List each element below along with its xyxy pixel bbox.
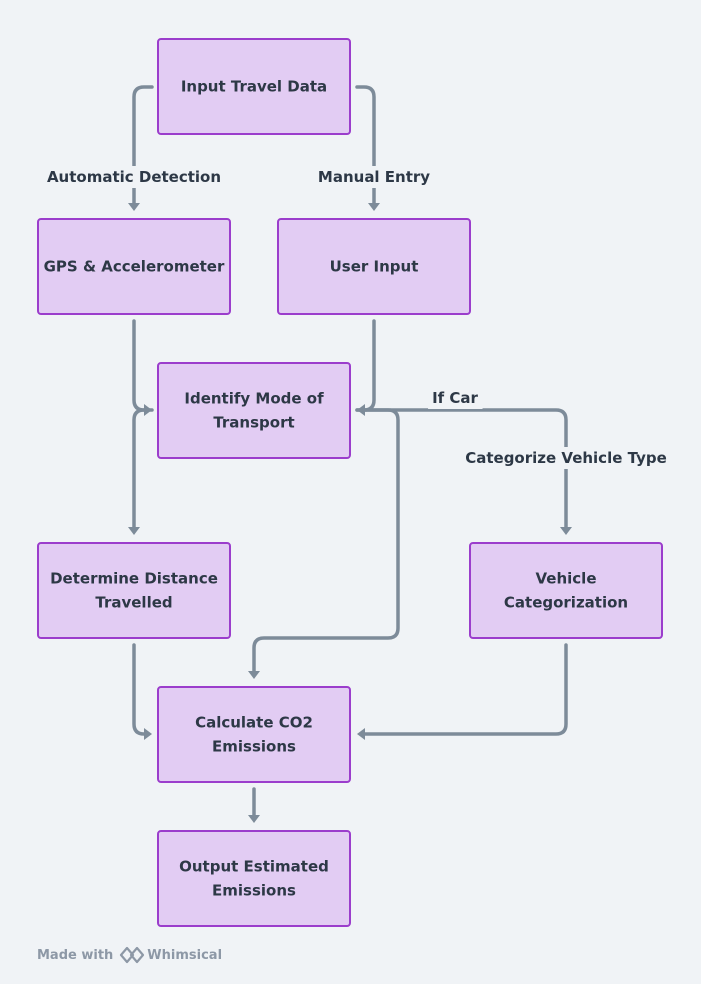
- edge-gps-to-identify: [132, 319, 152, 416]
- node-label: Transport: [213, 414, 294, 432]
- arrowhead: [368, 203, 380, 211]
- arrowhead: [248, 815, 260, 823]
- edge-label-text: Automatic Detection: [47, 168, 221, 186]
- edge-label-background: [42, 166, 226, 188]
- edge-label-manual-entry: Manual Entry: [313, 166, 435, 188]
- node-label: Input Travel Data: [181, 78, 327, 96]
- node-box: [277, 218, 471, 315]
- edge-identify-to-calculate: [248, 408, 400, 679]
- node-box: [157, 830, 351, 927]
- node-label: Calculate CO2: [195, 714, 313, 732]
- node-label: Vehicle: [536, 570, 597, 588]
- edge-manual-entry: [355, 85, 380, 211]
- node-label: User Input: [330, 258, 419, 276]
- edge-line: [132, 643, 146, 736]
- edge-label-text: If Car: [432, 389, 478, 407]
- arrowhead: [128, 527, 140, 535]
- node-label: Emissions: [212, 882, 296, 900]
- node-label: Travelled: [95, 594, 172, 612]
- node-label: Categorization: [504, 594, 628, 612]
- edge-identify-to-distance: [128, 408, 154, 535]
- node-label: Determine Distance: [50, 570, 218, 588]
- whimsical-watermark[interactable]: Made with Whimsical: [37, 945, 222, 965]
- node-label: Identify Mode of: [184, 390, 324, 408]
- edge-label-categorize-vehicle-type: Categorize Vehicle Type: [461, 447, 671, 469]
- edge-distance-to-calculate: [132, 643, 152, 740]
- edge-label-background: [428, 387, 483, 409]
- arrowhead: [144, 728, 152, 740]
- node-label: GPS & Accelerometer: [44, 258, 225, 276]
- edge-line: [355, 408, 568, 529]
- edge-label-background: [313, 166, 435, 188]
- arrowhead: [248, 671, 260, 679]
- edge-line: [363, 643, 568, 736]
- node-box: [157, 38, 351, 135]
- edge-line: [252, 408, 400, 673]
- edge-user-to-identify: [357, 319, 376, 416]
- arrowhead: [560, 527, 572, 535]
- node-input-travel-data[interactable]: Input Travel Data: [157, 38, 351, 135]
- edge-label-automatic-detection: Automatic Detection: [42, 166, 226, 188]
- edge-calculate-to-output: [248, 787, 260, 823]
- made-with-text: Made with: [37, 947, 114, 963]
- edge-labels-layer: Automatic Detection Manual Entry If CarCat…: [42, 166, 671, 469]
- edge-vehicle-to-calculate: [357, 643, 568, 740]
- node-label: Output Estimated: [179, 858, 329, 876]
- whimsical-logo-icon: [119, 945, 145, 965]
- edge-line: [132, 408, 154, 529]
- edge-if-car: [355, 408, 572, 535]
- node-box: [37, 542, 231, 639]
- edge-label-background: [461, 447, 671, 469]
- edge-line: [362, 319, 376, 412]
- edge-label-text: Categorize Vehicle Type: [465, 449, 667, 467]
- node-gps-accelerometer[interactable]: GPS & Accelerometer: [37, 218, 231, 315]
- whimsical-brand-text: Whimsical: [147, 947, 223, 963]
- edges-layer: [128, 85, 572, 823]
- edge-line: [355, 85, 376, 205]
- edge-automatic-detection: [128, 85, 154, 211]
- node-box: [37, 218, 231, 315]
- edge-line: [132, 319, 146, 412]
- node-box: [157, 686, 351, 783]
- node-user-input[interactable]: User Input: [277, 218, 471, 315]
- arrowhead: [357, 728, 365, 740]
- edge-label-text: Manual Entry: [318, 168, 430, 186]
- edge-label-if-car: If Car: [428, 387, 483, 409]
- node-label: Emissions: [212, 738, 296, 756]
- arrowhead: [128, 203, 140, 211]
- node-box: [469, 542, 663, 639]
- edge-line: [132, 85, 154, 205]
- node-identify-mode[interactable]: Identify Mode of Transport: [157, 362, 351, 459]
- node-box: [157, 362, 351, 459]
